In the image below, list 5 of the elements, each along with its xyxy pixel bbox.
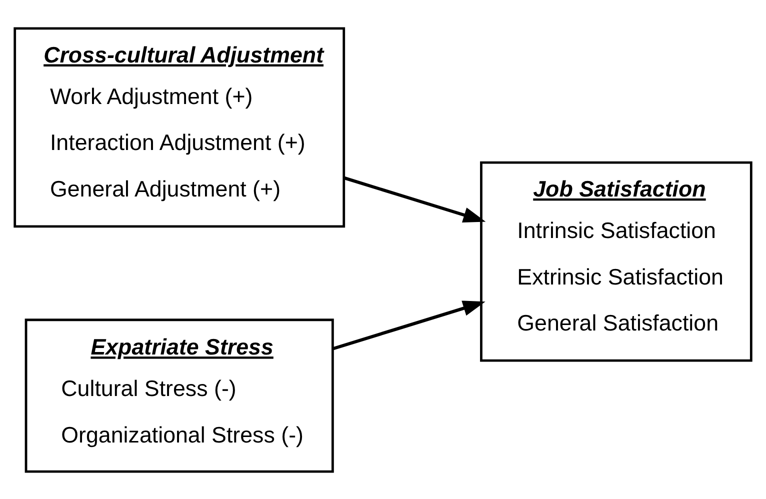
arrow	[344, 176, 486, 222]
node-box: Cross-cultural Adjustment Work Adjustment (+) Interaction Adjustment (+) General Adjustment (+)	[14, 26, 346, 228]
arrow	[332, 300, 486, 350]
node-box: Expatriate Stress Cultural Stress (-) Organizational Stress (-)	[24, 318, 334, 472]
node-box: Job Satisfaction Intrinsic Satisfaction Extrinsic Satisfaction General Satisfaction	[480, 160, 752, 362]
